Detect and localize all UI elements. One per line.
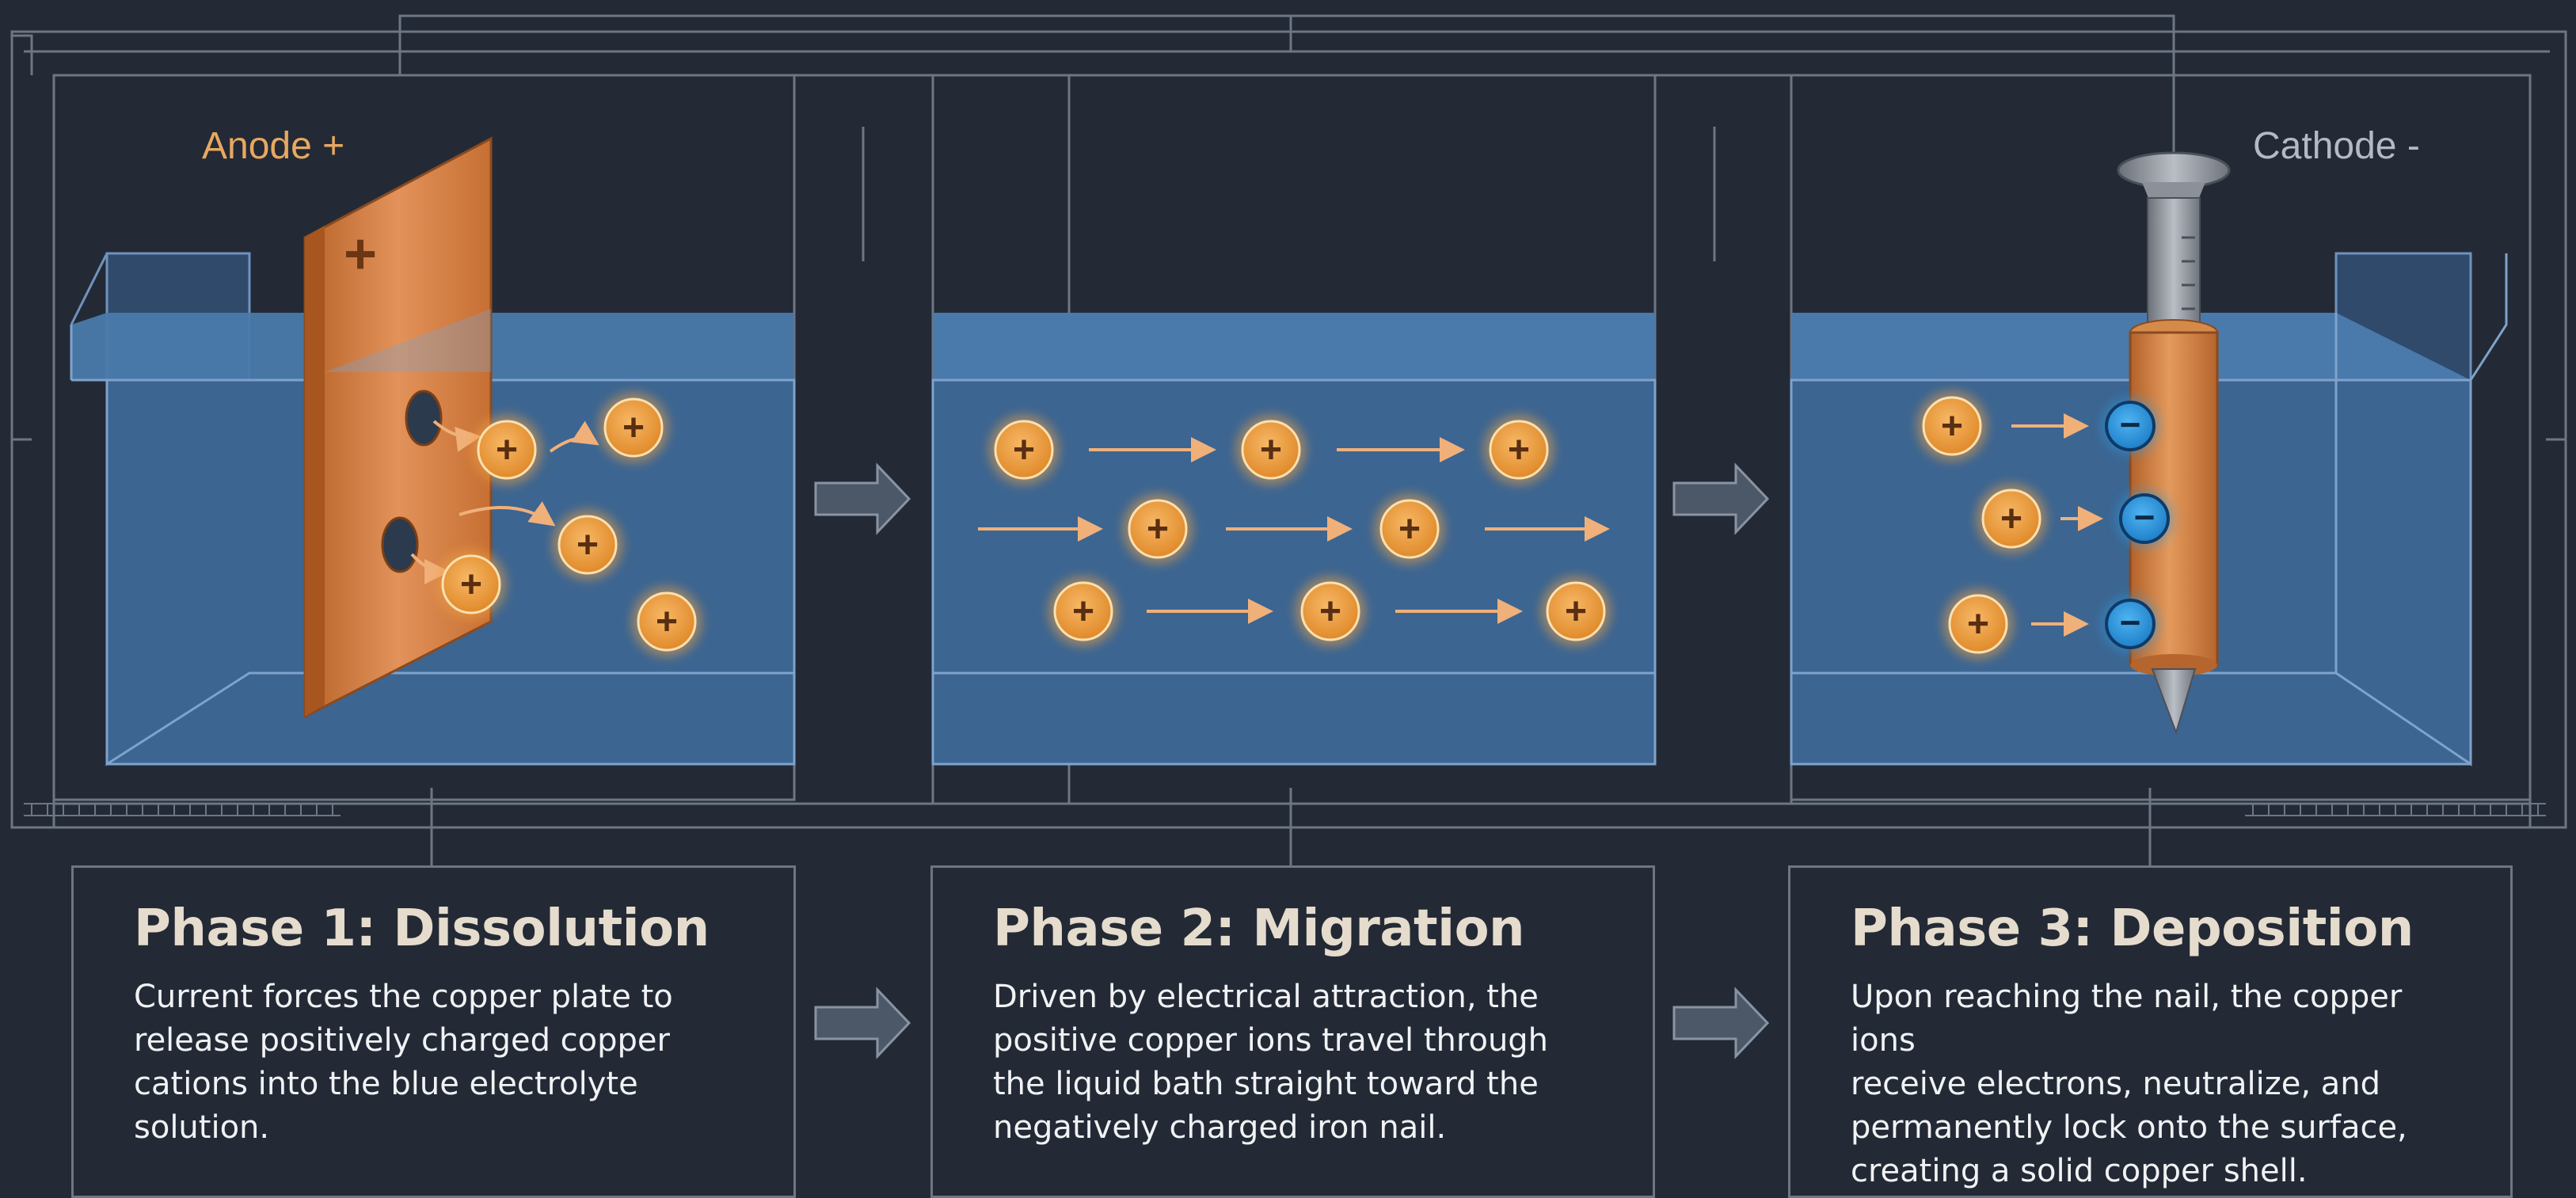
flow-arrow-icon — [432, 420, 481, 452]
copper-ion-icon: + — [1943, 589, 2013, 659]
copper-ion-icon-symbol: + — [622, 407, 645, 449]
flow-arrow-icon — [459, 501, 556, 527]
copper-ion-icon-symbol: + — [1941, 405, 1963, 447]
phase-1-line: release positively charged copper — [134, 1022, 670, 1059]
electron-symbol: − — [2134, 496, 2156, 538]
copper-ion-icon-symbol: + — [1565, 591, 1587, 633]
release-arrows — [410, 420, 599, 584]
migration-arrows — [978, 437, 1610, 624]
copper-ion-icon: + — [1375, 494, 1444, 564]
copper-ion-icon: + — [553, 510, 622, 580]
copper-ion-icon: + — [599, 393, 668, 462]
plate-plus-symbol: + — [344, 222, 377, 286]
iron-nail-icon — [2117, 151, 2231, 736]
copper-ion-icon-symbol: + — [1319, 591, 1341, 633]
tank-wall — [70, 253, 108, 325]
phase-3-card: Phase 3: Deposition Upon reaching the na… — [1788, 865, 2513, 1198]
phase-2-title: Phase 2: Migration — [993, 899, 1525, 958]
copper-ion-icon-symbol: + — [1398, 508, 1421, 550]
copper-ion-icon-symbol: + — [1072, 591, 1094, 633]
phase-1-line: Current forces the copper plate to — [134, 979, 673, 1015]
phase-1-line: cations into the blue electrolyte — [134, 1066, 638, 1102]
copper-ion-icon: + — [1977, 484, 2046, 553]
flow-arrow-icon — [814, 462, 911, 535]
phase-3-line: creating a solid copper shell. — [1851, 1153, 2308, 1189]
phase-2-description: Driven by electrical attraction, the pos… — [993, 976, 1592, 1150]
attraction-arrows — [2011, 413, 2103, 637]
phase-2-card: Phase 2: Migration Driven by electrical … — [930, 865, 1655, 1198]
copper-ion-icon-symbol: + — [496, 429, 518, 471]
phase-2-line: the liquid bath straight toward the — [993, 1066, 1539, 1102]
phase-3-line: receive electrons, neutralize, and — [1851, 1066, 2381, 1102]
copper-ion-icon: + — [472, 415, 542, 485]
copper-ion-icon-symbol: + — [1967, 603, 1989, 645]
copper-ion-icon: + — [1541, 576, 1611, 646]
electron-icon: − — [2102, 397, 2159, 454]
flow-arrow-icon — [1672, 987, 1770, 1059]
phase-3-title: Phase 3: Deposition — [1851, 899, 2414, 958]
phase-flow-arrows — [814, 462, 1770, 1059]
anode-label: Anode + — [202, 125, 344, 167]
copper-ion-icon-symbol: + — [1508, 429, 1530, 471]
copper-ion-icon: + — [1236, 415, 1306, 485]
phase-1-line: solution. — [134, 1109, 270, 1146]
flow-arrow-icon — [1672, 462, 1770, 535]
copper-ion-icon: + — [632, 587, 702, 656]
copper-ion-icon: + — [989, 415, 1059, 485]
circuit-tick-marks — [24, 803, 2546, 816]
copper-ion-icon-symbol: + — [460, 564, 482, 606]
phase-1-title: Phase 1: Dissolution — [134, 899, 710, 958]
copper-ion-icon-symbol: + — [2000, 498, 2022, 540]
tank-floor — [106, 671, 794, 766]
electrons-layer: − − − — [2102, 397, 2173, 652]
phase-1-card: Phase 1: Dissolution Current forces the … — [71, 865, 796, 1198]
phase-3-line: Upon reaching the nail, the copper ions — [1851, 979, 2403, 1059]
phase-2-line: negatively charged iron nail. — [993, 1109, 1447, 1146]
panel-dissolution: + Anode + — [52, 74, 796, 801]
copper-ion-icon-symbol: + — [656, 601, 678, 643]
water-surface — [933, 313, 1655, 380]
copper-ion-icon-symbol: + — [1013, 429, 1035, 471]
electron-icon: − — [2116, 490, 2173, 547]
panel-deposition: Cathode - — [1790, 74, 2532, 801]
tank-outline — [2334, 253, 2508, 673]
electron-icon: − — [2102, 595, 2159, 652]
phase-2-line: positive copper ions travel through — [993, 1022, 1549, 1059]
copper-ion-icon: + — [1048, 576, 1118, 646]
copper-ion-icon: + — [1917, 391, 1987, 461]
copper-ion-icon-symbol: + — [1260, 429, 1282, 471]
cathode-label: Cathode - — [2253, 125, 2420, 167]
copper-ions-layer: + + + + + + + + + + + + + + + + — [436, 391, 2046, 659]
electron-symbol: − — [2120, 602, 2141, 643]
phase-2-line: Driven by electrical attraction, the — [993, 979, 1539, 1015]
copper-ion-icon: + — [1484, 415, 1554, 485]
phase-1-description: Current forces the copper plate to relea… — [134, 976, 733, 1150]
copper-ion-icon: + — [1296, 576, 1365, 646]
copper-plate-icon: + — [303, 136, 493, 719]
copper-ion-icon-symbol: + — [1147, 508, 1169, 550]
copper-ion-icon: + — [436, 550, 506, 619]
flow-arrow-icon — [549, 420, 599, 453]
phase-3-description: Upon reaching the nail, the copper ions … — [1851, 976, 2450, 1193]
copper-ion-icon: + — [1123, 494, 1193, 564]
phase-3-line: permanently lock onto the surface, — [1851, 1109, 2407, 1146]
flow-arrow-icon — [814, 987, 911, 1059]
tank-outline — [70, 325, 108, 764]
copper-ion-icon-symbol: + — [576, 524, 599, 566]
electron-symbol: − — [2120, 404, 2141, 445]
